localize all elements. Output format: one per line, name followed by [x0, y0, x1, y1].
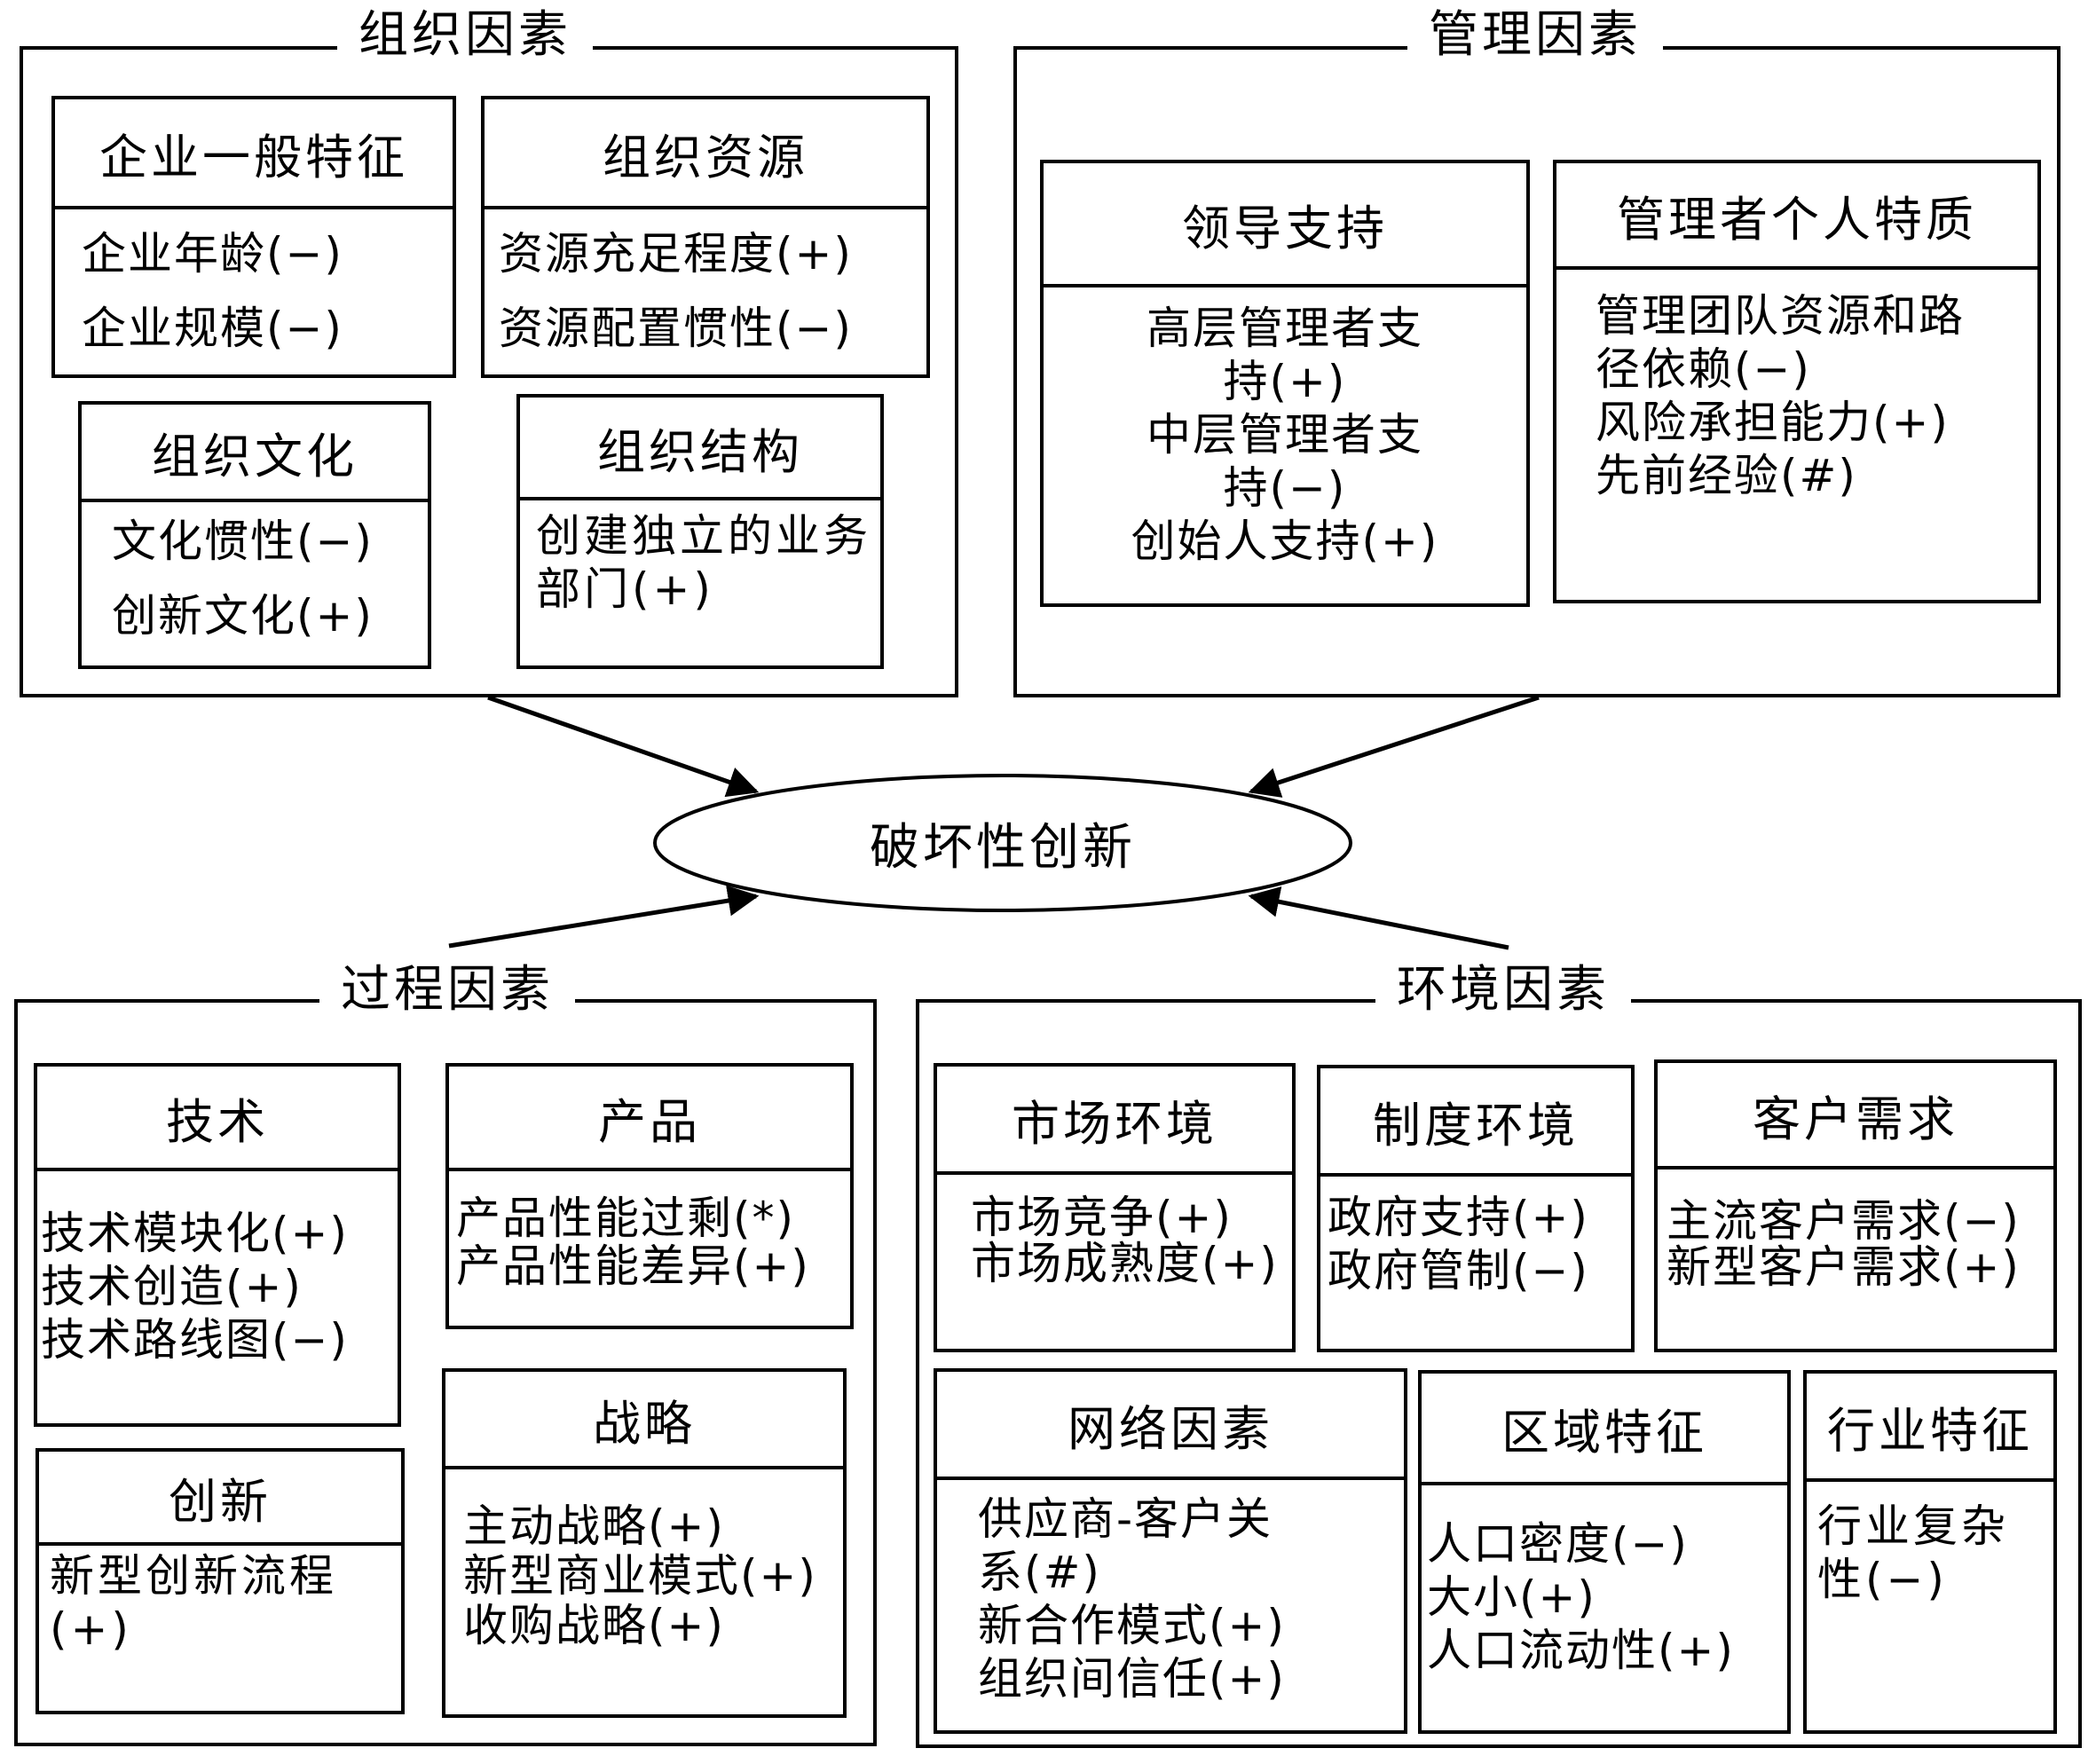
list-item: 先前经验(#) [1596, 450, 1857, 501]
list-item: 主流客户需求(−) [1667, 1195, 2021, 1247]
list-item: 创新文化(+) [112, 590, 374, 642]
box-leadership-support: 领导支持 高层管理者支持(+) 中层管理者支持(−) 创始人支持(+) [1040, 160, 1530, 607]
box-title: 网络因素 [937, 1372, 1404, 1480]
list-item: 新型商业模式(+) [463, 1550, 817, 1602]
list-item: 高层管理者支持(+) [1146, 303, 1423, 407]
list-item: 收购战略(+) [463, 1600, 725, 1651]
list-item: 组织间信任(+) [978, 1653, 1286, 1705]
list-item: 人口流动性(+) [1427, 1625, 1735, 1676]
arrow-management [1248, 695, 1540, 798]
organization-title: 组织因素 [337, 9, 593, 62]
list-item: 大小(+) [1427, 1571, 1596, 1623]
environment-title: 环境因素 [1375, 964, 1631, 1017]
box-customer-demand: 客户需求 主流客户需求(−) 新型客户需求(+) [1654, 1059, 2057, 1352]
box-title: 企业一般特征 [55, 99, 453, 209]
box-title: 创新 [39, 1452, 401, 1546]
process-title: 过程因素 [319, 964, 575, 1017]
list-item: 行业复杂性(−) [1817, 1500, 2009, 1605]
list-item: 新型客户需求(+) [1667, 1241, 2021, 1293]
box-technology: 技术 技术模块化(+) 技术创造(+) 技术路线图(−) [34, 1063, 401, 1427]
list-item: 中层管理者支持(−) [1146, 409, 1423, 514]
box-title: 领导支持 [1044, 163, 1526, 287]
arrow-organization [487, 695, 760, 798]
list-item: 新合作模式(+) [978, 1600, 1286, 1651]
box-title: 组织资源 [485, 99, 926, 209]
box-title: 组织结构 [520, 398, 880, 500]
box-title: 战略 [445, 1372, 843, 1469]
list-item: 市场成熟度(+) [971, 1238, 1279, 1289]
list-item: 供应商-客户关系(#) [978, 1493, 1273, 1598]
box-manager-traits: 管理者个人特质 管理团队资源和路径依赖(−) 风险承担能力(+) 先前经验(#) [1553, 160, 2041, 603]
box-title: 区域特征 [1422, 1374, 1787, 1485]
box-title: 产品 [449, 1067, 850, 1171]
list-item: 市场竞争(+) [971, 1192, 1233, 1243]
list-item: 技术创造(+) [41, 1261, 303, 1312]
box-industry-features: 行业特征 行业复杂性(−) [1803, 1370, 2057, 1734]
center-ellipse [653, 774, 1352, 912]
list-item: 资源充足程度(+) [499, 228, 853, 280]
box-general-features: 企业一般特征 企业年龄(−) 企业规模(−) [51, 96, 456, 378]
box-title: 管理者个人特质 [1556, 163, 2037, 270]
list-item: 技术模块化(+) [41, 1208, 349, 1259]
list-item: 产品性能过剩(*) [456, 1193, 796, 1244]
list-item: 企业年龄(−) [82, 228, 343, 280]
box-title: 组织文化 [82, 405, 428, 502]
arrow-process [448, 885, 760, 949]
list-item: 创始人支持(+) [1131, 516, 1439, 567]
box-strategy: 战略 主动战略(+) 新型商业模式(+) 收购战略(+) [442, 1368, 847, 1718]
box-title: 行业特征 [1807, 1374, 2053, 1482]
list-item: 新型创新流程(+) [50, 1550, 337, 1655]
box-innovation: 创新 新型创新流程(+) [35, 1448, 405, 1714]
box-regional-features: 区域特征 人口密度(−) 大小(+) 人口流动性(+) [1418, 1370, 1791, 1734]
list-item: 企业规模(−) [82, 303, 343, 354]
list-item: 资源配置惯性(−) [499, 303, 853, 354]
list-item: 文化惯性(−) [112, 516, 374, 567]
list-item: 管理团队资源和路径依赖(−) [1596, 290, 1965, 395]
box-title: 技术 [37, 1067, 398, 1171]
list-item: 人口密度(−) [1427, 1518, 1689, 1570]
list-item: 政府支持(+) [1328, 1192, 1589, 1243]
box-title: 制度环境 [1320, 1068, 1631, 1177]
list-item: 产品性能差异(+) [456, 1240, 810, 1292]
box-org-culture: 组织文化 文化惯性(−) 创新文化(+) [78, 401, 431, 669]
box-title: 市场环境 [937, 1067, 1292, 1175]
box-org-resources: 组织资源 资源充足程度(+) 资源配置惯性(−) [481, 96, 930, 378]
arrow-environment [1248, 886, 1509, 950]
box-institutional-environment: 制度环境 政府支持(+) 政府管制(−) [1317, 1065, 1635, 1352]
list-item: 创建独立的业务部门(+) [536, 510, 871, 615]
box-title: 客户需求 [1658, 1063, 2053, 1169]
box-org-structure: 组织结构 创建独立的业务部门(+) [516, 394, 884, 669]
box-market-environment: 市场环境 市场竞争(+) 市场成熟度(+) [934, 1063, 1296, 1352]
list-item: 技术路线图(−) [41, 1314, 349, 1366]
list-item: 主动战略(+) [463, 1500, 725, 1552]
box-network-factors: 网络因素 供应商-客户关系(#) 新合作模式(+) 组织间信任(+) [934, 1368, 1407, 1734]
management-title: 管理因素 [1407, 9, 1663, 62]
center-label: 破坏性创新 [870, 818, 1136, 877]
box-product: 产品 产品性能过剩(*) 产品性能差异(+) [445, 1063, 854, 1329]
list-item: 风险承担能力(+) [1596, 397, 1950, 448]
list-item: 政府管制(−) [1328, 1245, 1589, 1296]
